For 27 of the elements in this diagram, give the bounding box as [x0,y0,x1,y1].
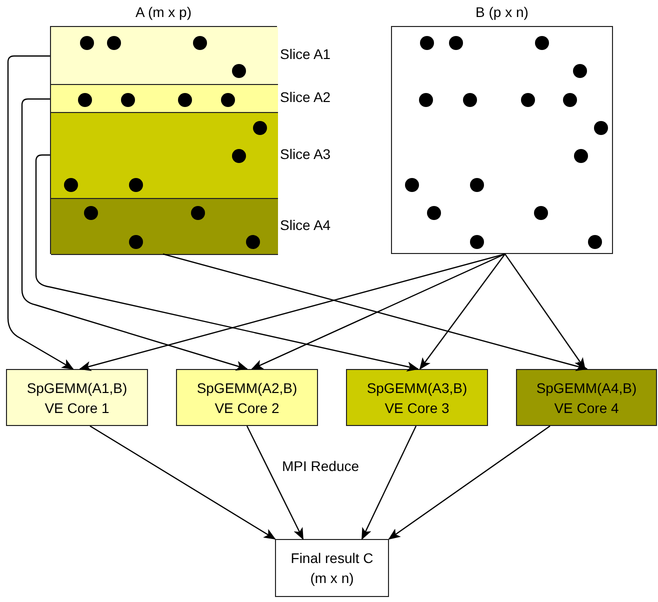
arrow [361,426,417,540]
arrow [504,254,586,370]
arrow [79,253,506,371]
matrix-slice [51,113,278,199]
process-box: SpGEMM(A3,B) VE Core 3 [346,369,488,426]
matrix-heading: B (p x n) [476,4,528,20]
matrix-heading: A (m x p) [135,4,192,20]
process-box: SpGEMM(A4,B) VE Core 4 [516,369,657,426]
arrow [246,426,304,540]
matrix-slice [51,27,278,85]
arrow [388,426,550,540]
matrix-slice [51,85,278,113]
process-note: MPI Reduce [282,458,360,474]
slice-label: Slice A4 [280,217,331,233]
arrow [419,254,506,370]
slice-label: Slice A3 [280,146,331,162]
process-box: SpGEMM(A1,B) VE Core 1 [6,369,148,426]
process-box: Final result C (m x n) [275,539,389,597]
arrow [7,55,74,370]
arrow [251,253,506,370]
slice-label: Slice A1 [280,46,331,62]
process-box: SpGEMM(A2,B) VE Core 2 [176,369,318,426]
slice-label: Slice A2 [280,89,331,105]
arrow [162,253,588,371]
matrix-slice [51,199,278,255]
arrow [21,98,248,371]
arrow [90,425,276,540]
